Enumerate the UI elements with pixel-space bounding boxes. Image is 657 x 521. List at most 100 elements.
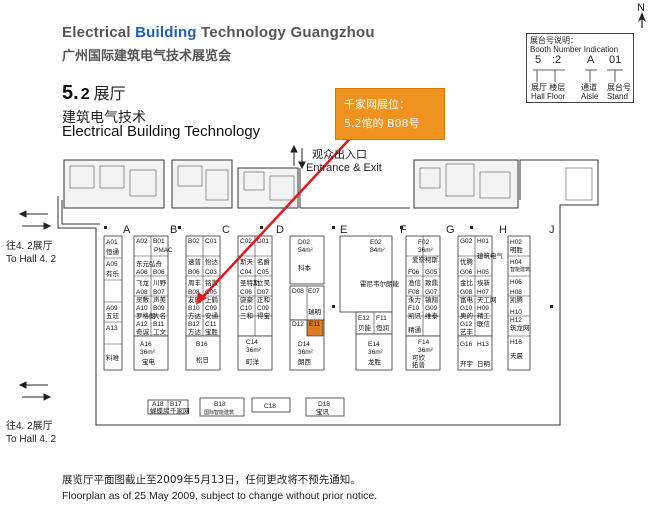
booth-label: 有乐 <box>106 269 120 278</box>
booth-label: 正和 <box>257 295 270 304</box>
booth-c14: C14 <box>246 339 258 346</box>
booth-f06: F06 <box>408 269 420 276</box>
booth-label: 灵敷 <box>136 295 150 304</box>
booth-e14: E14 <box>368 341 380 348</box>
booth-b17: B17 <box>170 401 182 408</box>
booth-a12: A12 <box>136 321 148 328</box>
aisle-d: D <box>276 224 284 236</box>
booth-label: 54m² <box>298 247 314 254</box>
booth-label: 金比 <box>460 278 474 287</box>
booth-callout: 千家网展位： 5.2馆的 B08号 <box>335 88 445 140</box>
booth-label: 爱奈柯斯 <box>412 255 439 264</box>
booth-d07: D07 <box>257 289 269 296</box>
booth-c11: C11 <box>205 321 217 328</box>
booth-label: 天工网 <box>477 296 497 304</box>
booth-h10: H10 <box>510 309 522 316</box>
aisle-c: C <box>222 224 230 236</box>
booth-c02: C02 <box>240 238 252 245</box>
booth-number-legend: 展台号说明： Booth Number Indication 5 :2 A 01… <box>526 33 634 103</box>
booth-label: 得宝 <box>257 311 271 320</box>
booth-c18: C18 <box>264 403 276 410</box>
booth-label: 方达 <box>188 311 202 320</box>
booth-e12: E12 <box>358 315 370 322</box>
callout-line-2: 5.2馆的 B08号 <box>344 117 420 130</box>
booth-label: 朗西 <box>298 357 312 366</box>
booth-g16: G16 <box>460 341 473 348</box>
booth-c05-b: C05 <box>257 269 269 276</box>
booth-a06: A06 <box>136 269 148 276</box>
booth-label: 声美 <box>153 295 167 304</box>
show-title-en: Electrical Building Technology Guangzhou <box>62 24 375 41</box>
booth-label: PMAC <box>154 247 173 254</box>
booth-c03: C03 <box>205 269 217 276</box>
north-label: N <box>637 2 645 14</box>
booth-label: 国际智能建筑 <box>204 409 234 416</box>
booth-h08: H08 <box>510 289 522 296</box>
aisle-g: G <box>446 224 455 236</box>
booth-label: 立昊 <box>257 278 271 287</box>
footer-cn: 展览厅平面图截止至2009年5月13日，任何更改将不预先通知。 <box>62 474 361 486</box>
booth-f02: F02 <box>418 239 430 246</box>
booth-f10: F10 <box>408 305 420 312</box>
north-compass-icon <box>638 12 646 28</box>
booth-label: 町洋 <box>246 357 260 366</box>
booth-label: 周丰 <box>188 278 202 287</box>
booth-g09: G09 <box>425 305 438 312</box>
booth-label: 五珏 <box>106 312 120 320</box>
booth-a10: A10 <box>136 305 148 312</box>
booth-label: 埃新 <box>477 278 491 287</box>
booth-label: 渔信 <box>408 278 422 287</box>
booth-a08: A08 <box>136 289 148 296</box>
booth-e07: E07 <box>308 288 320 295</box>
booth-label: 联信 <box>477 319 491 328</box>
booth-label: 宝讯 <box>316 407 330 416</box>
booth-label: 友硕 <box>188 295 202 304</box>
pointer-arrow-line <box>199 129 359 301</box>
booth-label: 凯讯 <box>408 312 422 320</box>
legend-code-hall: 5 <box>535 54 542 66</box>
booth-d18: D18 <box>318 401 330 408</box>
booth-f14: F14 <box>418 339 430 346</box>
booth-h06: H06 <box>510 279 522 286</box>
legend-code-floor: :2 <box>552 54 562 66</box>
aisle-f: F <box>400 224 407 236</box>
booth-label: 蝴蝶房 <box>150 406 170 415</box>
booth-label: 斯天 <box>240 257 254 266</box>
booth-a16: A16 <box>140 341 152 348</box>
booth-label: 永力 <box>408 295 421 304</box>
booth-label: 方达 <box>188 327 202 336</box>
booth-c09: C09 <box>205 305 217 312</box>
aisle-a: A <box>123 224 131 236</box>
booth-d14: D14 <box>298 341 310 348</box>
booth-label: 艺丰 <box>460 327 474 336</box>
booth-a13: A13 <box>106 325 118 332</box>
show-title-cn: 广州国际建筑电气技术展览会 <box>62 49 232 64</box>
hall-subtitle-cn: 建筑电气技术 <box>62 110 146 126</box>
booth-f11: F11 <box>376 315 387 322</box>
booth-a02: A02 <box>136 238 148 245</box>
booth-label: 富电 <box>460 295 474 304</box>
booth-g06: G06 <box>460 269 473 276</box>
booth-label: 宝胜 <box>205 327 219 336</box>
footer-en: Floorplan as of 25 May 2009, subject to … <box>62 490 378 502</box>
booth-label: 筑龙网 <box>510 323 530 332</box>
booth-a18: A18 <box>152 401 164 408</box>
booth-c09-b: C09 <box>257 305 269 312</box>
booth-label: 日明 <box>477 360 491 368</box>
booth-h01: H01 <box>477 238 489 245</box>
booth-h13: H13 <box>477 341 489 348</box>
booth-label: 名爵 <box>257 257 271 266</box>
booth-c10: C10 <box>240 305 252 312</box>
booth-b07: B07 <box>153 289 165 296</box>
booth-label: 36m² <box>246 347 262 354</box>
callout-line-1: 千家网展位： <box>344 98 410 111</box>
legend-lines <box>533 69 623 82</box>
booth-label: 料难 <box>106 353 120 362</box>
booth-label: 铭澈 <box>205 278 219 287</box>
booth-c01: C01 <box>205 238 217 245</box>
booth-label: 安通 <box>205 311 219 320</box>
